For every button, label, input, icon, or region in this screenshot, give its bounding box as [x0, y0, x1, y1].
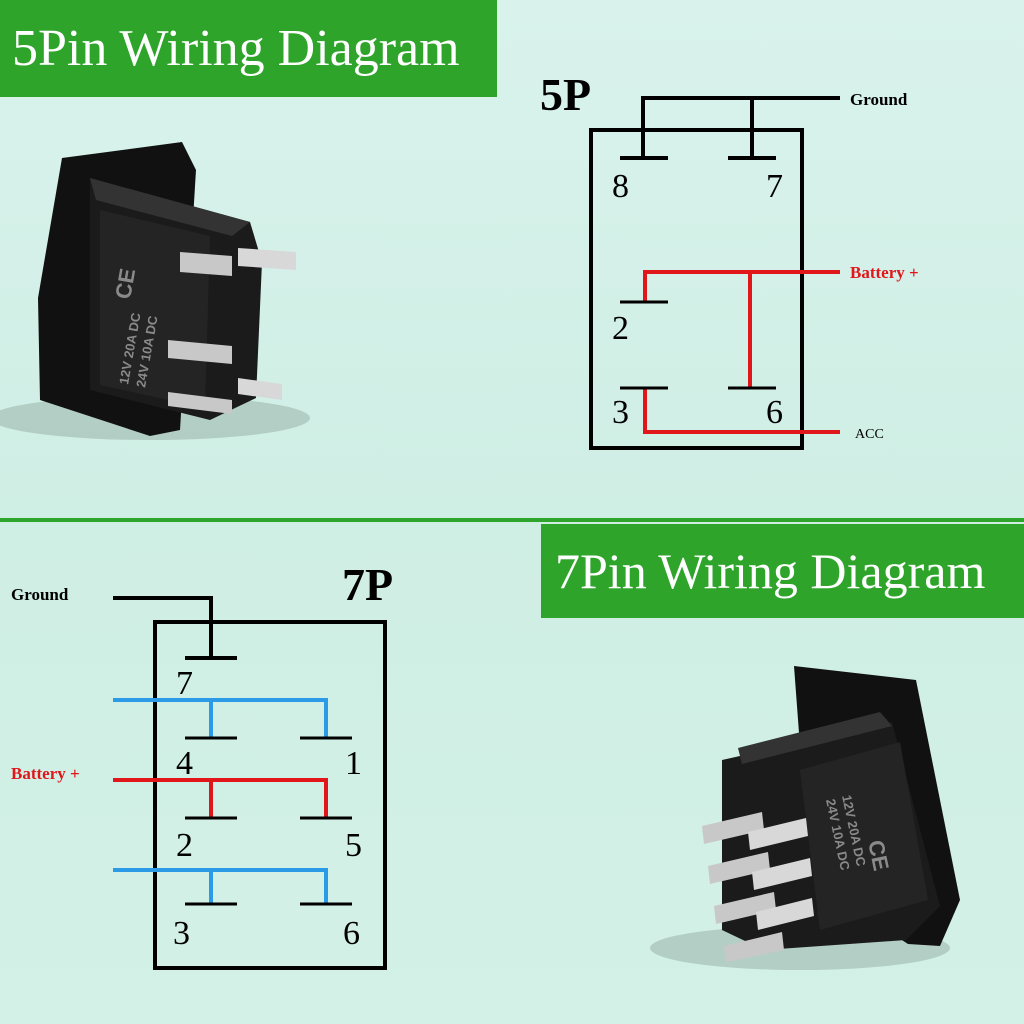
diagram-5p-title: 5P [540, 69, 591, 120]
acc-label-5p: ACC [855, 427, 884, 442]
pin-2-label-7p: 2 [176, 827, 193, 864]
banner-5pin-title: 5Pin Wiring Diagram [0, 0, 497, 97]
ce-mark-icon: CE [110, 266, 140, 300]
diagram-7p-title: 7P [342, 559, 393, 610]
switch-outline-5p [589, 128, 804, 450]
pin-1-label-7p: 1 [345, 745, 362, 782]
ce-mark-icon: CE [863, 838, 894, 873]
lamp-wire-bottom-7p [113, 868, 328, 904]
lamp-wire-top-7p [113, 698, 328, 738]
pin-6-label-7p: 6 [343, 915, 360, 952]
battery-label-7p: Battery + [11, 764, 80, 783]
switch-photo-7pin: 12V 20A DC 24V 10A DC CE [650, 666, 960, 970]
pin-2-label: 2 [612, 310, 629, 347]
ground-wire-7p [113, 596, 237, 660]
diagram-7p: 7P 7 4 1 [11, 559, 393, 970]
banner-7pin-title: 7Pin Wiring Diagram [541, 524, 1024, 618]
battery-wire-7p [113, 778, 328, 818]
pin-4-label-7p: 4 [176, 745, 193, 782]
pin-7-label: 7 [766, 168, 783, 205]
ground-label-5p: Ground [850, 90, 908, 109]
pin-6-label: 6 [766, 394, 783, 431]
ground-label-7p: Ground [11, 585, 69, 604]
ground-wire-5p [620, 96, 840, 160]
battery-label-5p: Battery + [850, 263, 919, 282]
pin-3-label: 3 [612, 394, 629, 431]
pin-5-label-7p: 5 [345, 827, 362, 864]
pin-7-label-7p: 7 [176, 665, 193, 702]
diagram-5p: 5P 8 7 2 3 6 Ground Battery + [540, 69, 919, 450]
acc-wire-5p [643, 388, 840, 434]
section-divider [0, 518, 1024, 522]
battery-wire-5p [643, 270, 840, 388]
pin-3-label-7p: 3 [173, 915, 190, 952]
switch-outline-7p [153, 620, 387, 970]
switch-photo-5pin: 12V 20A DC 24V 10A DC CE [0, 142, 310, 440]
pin-8-label: 8 [612, 168, 629, 205]
